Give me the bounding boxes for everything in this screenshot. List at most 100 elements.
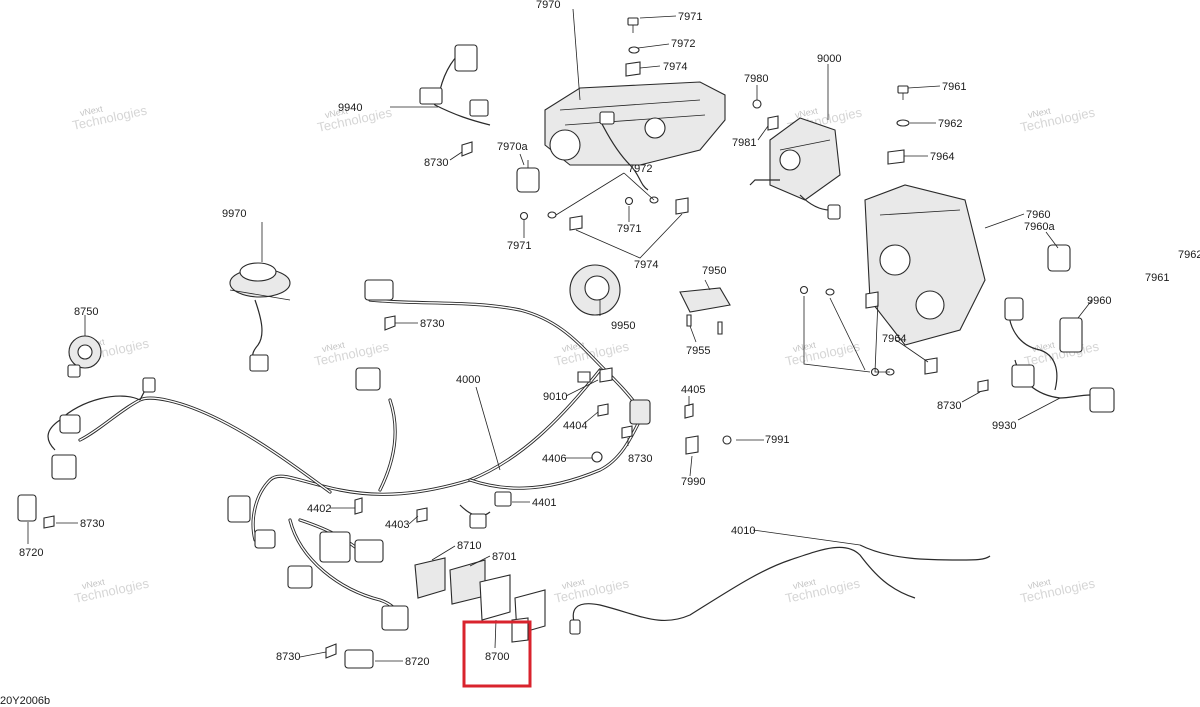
- connector: [142, 377, 156, 393]
- label-7974: 7974: [663, 61, 687, 73]
- label-7970: 7970: [536, 0, 560, 11]
- svg-text:vNext: vNext: [1031, 340, 1056, 355]
- sub-harness-9940: [419, 44, 491, 126]
- label-7991: 7991: [765, 434, 789, 446]
- label-4406: 4406: [542, 453, 566, 465]
- label-4404: 4404: [563, 420, 587, 432]
- label-8730: 8730: [937, 400, 961, 412]
- clip-icon: [599, 367, 613, 383]
- clip-icon: [924, 357, 938, 375]
- label-7964: 7964: [882, 333, 906, 345]
- harness-connectors: [51, 279, 651, 631]
- connector: [51, 454, 77, 480]
- clip-icon: [865, 291, 879, 309]
- label-8730: 8730: [276, 651, 300, 663]
- label-9000: 9000: [817, 53, 841, 65]
- label-7980: 7980: [744, 73, 768, 85]
- screw-icon: [627, 17, 639, 26]
- switch-8710: [414, 557, 446, 599]
- bezel-8700: [479, 574, 546, 643]
- clip-icon: [767, 115, 779, 131]
- bulb-socket-7970a: [516, 160, 540, 193]
- svg-text:vNext: vNext: [792, 577, 817, 592]
- clip-icon: [577, 371, 591, 383]
- label-7962: 7962: [938, 118, 962, 130]
- connector-8720: [17, 494, 374, 669]
- connector: [254, 529, 276, 549]
- svg-text:vNext: vNext: [792, 340, 817, 355]
- connector: [319, 531, 351, 563]
- connector: [354, 539, 384, 563]
- svg-text:vNext: vNext: [1027, 577, 1052, 592]
- watermark: vNext Technologies: [553, 338, 631, 369]
- washer-icon: [628, 46, 640, 54]
- connector: [381, 605, 409, 631]
- label-9010: 9010: [543, 391, 567, 403]
- connector: [287, 565, 313, 589]
- connector: [227, 495, 251, 523]
- label-4000: 4000: [456, 374, 480, 386]
- label-8730: 8730: [628, 453, 652, 465]
- cable-4010: [569, 544, 991, 635]
- label-8730: 8730: [420, 318, 444, 330]
- label-7964: 7964: [930, 151, 954, 163]
- screw-icon: [799, 285, 809, 295]
- svg-text:vNext: vNext: [561, 577, 586, 592]
- label-4010: 4010: [731, 525, 755, 537]
- clip-icon: [354, 497, 363, 515]
- label-7972: 7972: [671, 38, 695, 50]
- svg-text:vNext: vNext: [1027, 106, 1052, 121]
- headlight-7970: [544, 81, 726, 191]
- sensor-8750: [67, 335, 102, 378]
- watermark: vNext Technologies: [71, 102, 149, 133]
- label-7990: 7990: [681, 476, 705, 488]
- plate-light-7950: [679, 287, 731, 313]
- label-7960a: 7960a: [1024, 221, 1055, 233]
- label-7950: 7950: [702, 265, 726, 277]
- washer-icon: [896, 119, 910, 127]
- label-9970: 9970: [222, 208, 246, 220]
- label-8710: 8710: [457, 540, 481, 552]
- screw-icon: [43, 515, 55, 529]
- label-4405: 4405: [681, 384, 705, 396]
- connector: [364, 279, 394, 301]
- screw-icon: [519, 211, 529, 221]
- screw-icon: [977, 379, 989, 393]
- label-7961: 7961: [942, 81, 966, 93]
- screw-icon: [897, 85, 909, 94]
- label-7971: 7971: [617, 223, 641, 235]
- clip-icon: [675, 197, 689, 215]
- label-9940: 9940: [338, 102, 362, 114]
- clip-icon: [569, 215, 583, 231]
- label-7971: 7971: [678, 11, 702, 23]
- svg-text:vNext: vNext: [79, 104, 104, 119]
- label-7961: 7961: [1145, 272, 1169, 284]
- clip-icon: [625, 61, 641, 77]
- label-7974: 7974: [634, 259, 658, 271]
- watermark: vNext Technologies: [1019, 104, 1097, 135]
- clip-icon: [684, 403, 694, 419]
- washer-icon: [825, 288, 835, 296]
- label-8730: 8730: [80, 518, 104, 530]
- screw-icon: [717, 321, 723, 335]
- svg-text:vNext: vNext: [321, 340, 346, 355]
- screw-icon: [384, 315, 396, 331]
- clip-icon: [685, 435, 699, 455]
- svg-text:vNext: vNext: [794, 106, 819, 121]
- watermark: vNext Technologies: [553, 575, 631, 606]
- label-9960: 9960: [1087, 295, 1111, 307]
- small-hardware: [43, 17, 989, 659]
- ignition-9950: [569, 264, 621, 316]
- label-4403: 4403: [385, 519, 409, 531]
- diagram-id: 20Y2006b: [0, 695, 50, 707]
- label-7955: 7955: [686, 345, 710, 357]
- screw-icon: [461, 141, 473, 157]
- screw-icon: [621, 425, 633, 439]
- clip-icon: [416, 507, 428, 523]
- connector: [469, 513, 487, 529]
- label-8730: 8730: [424, 157, 448, 169]
- label-8700: 8700: [485, 651, 509, 663]
- clip-icon: [887, 149, 905, 165]
